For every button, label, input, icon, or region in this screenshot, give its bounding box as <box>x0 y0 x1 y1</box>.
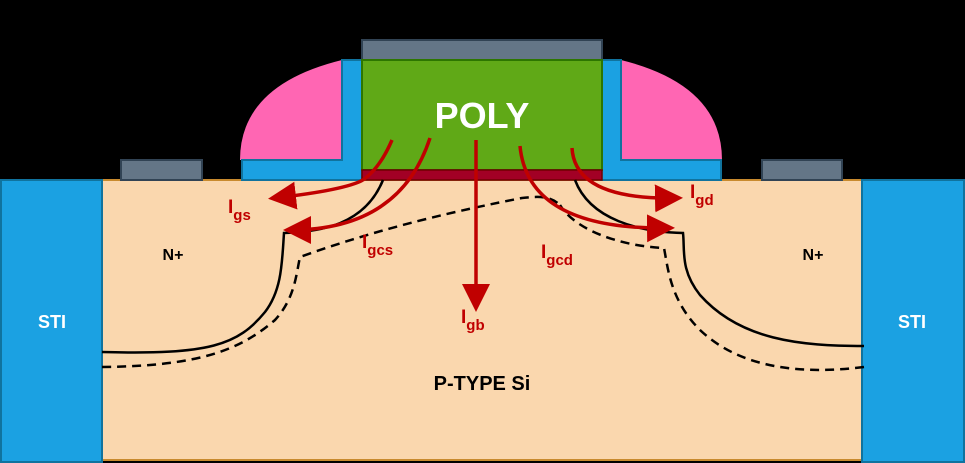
igb-label: Igb <box>461 307 485 334</box>
gate-cap <box>361 39 603 61</box>
igcs-sub: gcs <box>367 242 393 259</box>
source-contact <box>120 159 203 181</box>
igb-sub: gb <box>466 317 484 334</box>
igs-label: Igs <box>228 197 251 224</box>
n-plus-left-label: N+ <box>163 247 184 264</box>
igs-main: I <box>228 197 233 218</box>
igcs-label: Igcs <box>362 232 393 259</box>
igcs-main: I <box>362 232 367 253</box>
n-plus-right-label: N+ <box>803 247 824 264</box>
p-type-substrate <box>99 179 865 461</box>
drain-depletion-dashed <box>558 204 865 372</box>
igd-main: I <box>690 182 695 203</box>
igcd-arrow <box>518 145 675 243</box>
igs-sub: gs <box>233 207 251 224</box>
igs-arrow <box>268 178 364 210</box>
source-depletion-dashed <box>101 195 561 369</box>
igb-main: I <box>461 307 466 328</box>
spacer-right <box>621 60 722 160</box>
igcd-label: Igcd <box>541 242 573 269</box>
igcs-arrow <box>283 137 432 244</box>
drain-contact <box>761 159 843 181</box>
drain-junction-solid <box>573 179 865 348</box>
sti-right-region <box>861 179 965 463</box>
sti-left-label: STI <box>38 312 66 332</box>
igs-arrow-stem <box>361 139 394 182</box>
igd-label: Igd <box>690 182 714 209</box>
sti-left-region <box>0 179 103 463</box>
spacer-left <box>240 60 342 160</box>
igd-arrow <box>570 147 683 213</box>
substrate-label: P-TYPE Si <box>434 373 531 395</box>
poly-gate <box>361 59 603 171</box>
igcd-main: I <box>541 242 546 263</box>
sti-right-label: STI <box>898 312 926 332</box>
gate-oxide <box>361 169 603 181</box>
igcd-sub: gcd <box>546 252 573 269</box>
poly-label: POLY <box>435 95 530 136</box>
igd-sub: gd <box>695 192 713 209</box>
